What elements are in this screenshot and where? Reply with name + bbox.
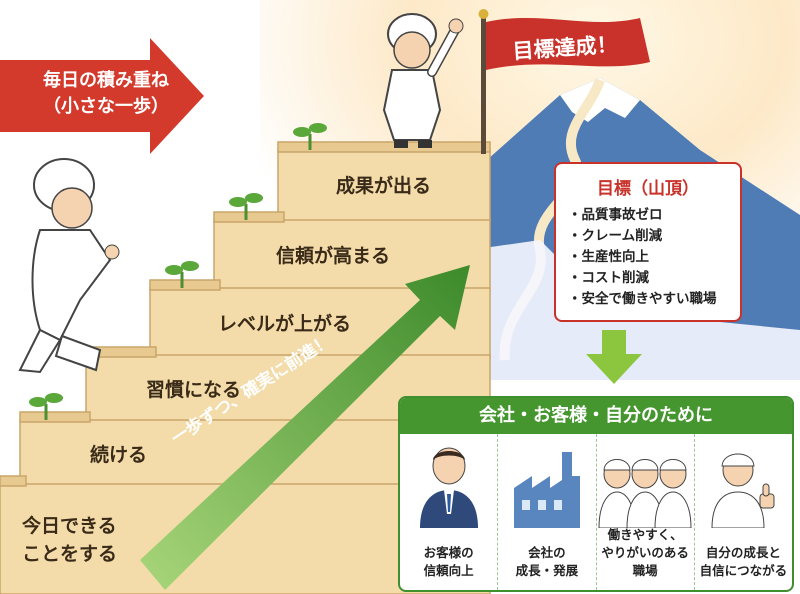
benefit-3-line-1: 働きやすく、: [607, 527, 683, 542]
benefit-2-line-2: 成長・発展: [515, 563, 579, 578]
cheering-worker-icon: [382, 13, 464, 148]
benefit-4-line-2: 自信につながる: [699, 563, 788, 578]
goal-item: コスト削減: [568, 268, 740, 289]
businessman-icon: [419, 447, 478, 528]
benefits-panel: 会社・お客様・自分のために お客様の 信頼向上: [398, 396, 794, 592]
green-progress-arrow: [140, 265, 470, 590]
panel-title: 会社・お客様・自分のために: [400, 398, 792, 434]
benefit-2-line-1: 会社の: [528, 545, 566, 560]
goal-box: 目標（山頂） 品質事故ゼロ クレーム削減 生産性向上 コスト削減 安全で働きやす…: [554, 162, 742, 322]
banner-line-1: 毎日の積み重ね: [43, 70, 169, 91]
step-3-label: 習慣になる: [146, 379, 242, 401]
goal-item: クレーム削減: [568, 226, 740, 247]
benefit-good-workplace: 働きやすく、 やりがいのある職場: [597, 434, 695, 590]
step-1-label: 今日できる ことをする: [22, 512, 117, 568]
red-arrow-banner-text: 毎日の積み重ね （小さな一歩）: [6, 68, 206, 120]
step-2-label: 続ける: [90, 444, 148, 466]
goal-flag: [478, 9, 650, 154]
down-arrow-icon: [586, 330, 642, 384]
step-4-label: レベルが上がる: [218, 313, 352, 335]
goal-title: 目標（山頂）: [597, 179, 699, 199]
red-arrow-banner: [0, 38, 204, 154]
benefit-1-line-2: 信頼向上: [423, 563, 474, 578]
benefit-company-growth: 会社の 成長・発展: [498, 434, 597, 590]
benefit-4-line-1: 自分の成長と: [705, 545, 781, 560]
benefit-customer-trust: お客様の 信頼向上: [400, 434, 499, 590]
thumbs-up-worker-icon: [711, 453, 775, 528]
team-icon: [598, 459, 692, 528]
step-5-label: 信頼が高まる: [276, 245, 391, 267]
goal-item: 安全で働きやすい職場: [568, 289, 740, 310]
step-1-line-2: ことをする: [22, 543, 118, 565]
factory-icon: [513, 452, 580, 528]
banner-line-2: （小さな一歩）: [43, 96, 169, 117]
sprouts: [29, 123, 327, 420]
climbing-worker-icon: [18, 158, 120, 374]
goal-item: 品質事故ゼロ: [568, 205, 740, 226]
goal-list: 品質事故ゼロ クレーム削減 生産性向上 コスト削減 安全で働きやすい職場: [568, 205, 740, 310]
step-1-line-1: 今日できる: [22, 515, 117, 537]
step-6-label: 成果が出る: [336, 175, 432, 197]
benefit-self-growth: 自分の成長と 自信につながる: [695, 434, 792, 590]
benefit-3-line-2: やりがいのある職場: [601, 545, 689, 578]
benefit-1-line-1: お客様の: [423, 545, 474, 560]
goal-item: 生産性向上: [568, 247, 740, 268]
